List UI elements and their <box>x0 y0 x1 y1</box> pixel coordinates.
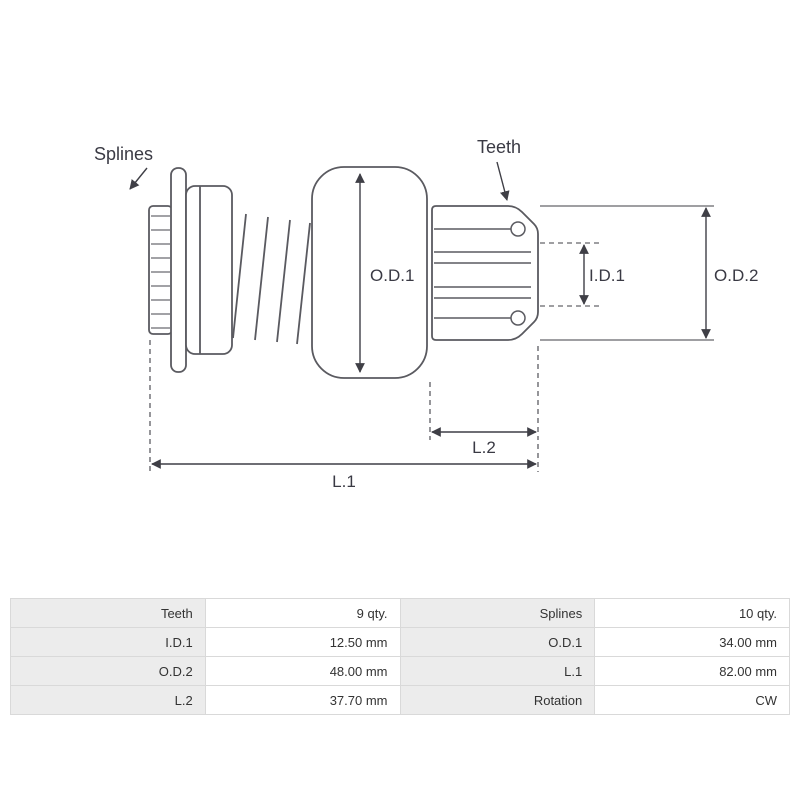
table-row: O.D.2 48.00 mm L.1 82.00 mm <box>10 656 790 686</box>
dim-id1 <box>540 242 600 307</box>
splines-callout-label: Splines <box>94 144 153 164</box>
pinion-gear <box>431 205 539 341</box>
table-row: Teeth 9 qty. Splines 10 qty. <box>10 598 790 628</box>
splines-callout-arrow <box>129 167 148 190</box>
teeth-callout-arrow <box>496 161 510 201</box>
spec-value-cell: 12.50 mm <box>204 627 401 657</box>
l1-label: L.1 <box>332 472 356 491</box>
part-drawing <box>148 166 539 379</box>
callouts: Splines Teeth <box>94 137 521 201</box>
dim-od2 <box>540 205 714 341</box>
spec-label-cell: Rotation <box>399 685 596 715</box>
od2-label: O.D.2 <box>714 266 758 285</box>
drive-spring <box>232 213 311 345</box>
dimensions <box>149 173 714 472</box>
clutch-body <box>311 166 428 379</box>
spec-table: Teeth 9 qty. Splines 10 qty. I.D.1 12.50… <box>10 598 790 715</box>
spec-value-cell: 82.00 mm <box>594 656 790 686</box>
teeth-callout-label: Teeth <box>477 137 521 157</box>
od1-label: O.D.1 <box>370 266 414 285</box>
spline-shaft <box>148 205 173 335</box>
dim-l2 <box>429 346 539 440</box>
spec-value-cell: 48.00 mm <box>204 656 401 686</box>
spec-label-cell: L.2 <box>10 685 206 715</box>
spec-value-cell: 10 qty. <box>594 598 790 628</box>
flange-collar <box>170 167 233 373</box>
l2-label: L.2 <box>472 438 496 457</box>
spec-label-cell: I.D.1 <box>10 627 206 657</box>
spec-value-cell: 9 qty. <box>204 598 401 628</box>
spec-value-cell: 34.00 mm <box>594 627 790 657</box>
id1-label: I.D.1 <box>589 266 625 285</box>
spec-value-cell: 37.70 mm <box>204 685 401 715</box>
table-row: L.2 37.70 mm Rotation CW <box>10 685 790 715</box>
dimension-labels: O.D.1 I.D.1 O.D.2 L.2 L.1 <box>332 266 758 491</box>
spec-label-cell: O.D.1 <box>399 627 596 657</box>
dim-l1 <box>149 340 539 472</box>
spec-label-cell: Splines <box>399 598 596 628</box>
starter-drive-diagram: Splines Teeth <box>94 137 758 491</box>
diagram-svg: Splines Teeth <box>94 137 758 491</box>
table-row: I.D.1 12.50 mm O.D.1 34.00 mm <box>10 627 790 657</box>
spec-value-cell: CW <box>594 685 790 715</box>
spec-label-cell: Teeth <box>10 598 206 628</box>
spec-label-cell: O.D.2 <box>10 656 206 686</box>
spec-label-cell: L.1 <box>399 656 596 686</box>
